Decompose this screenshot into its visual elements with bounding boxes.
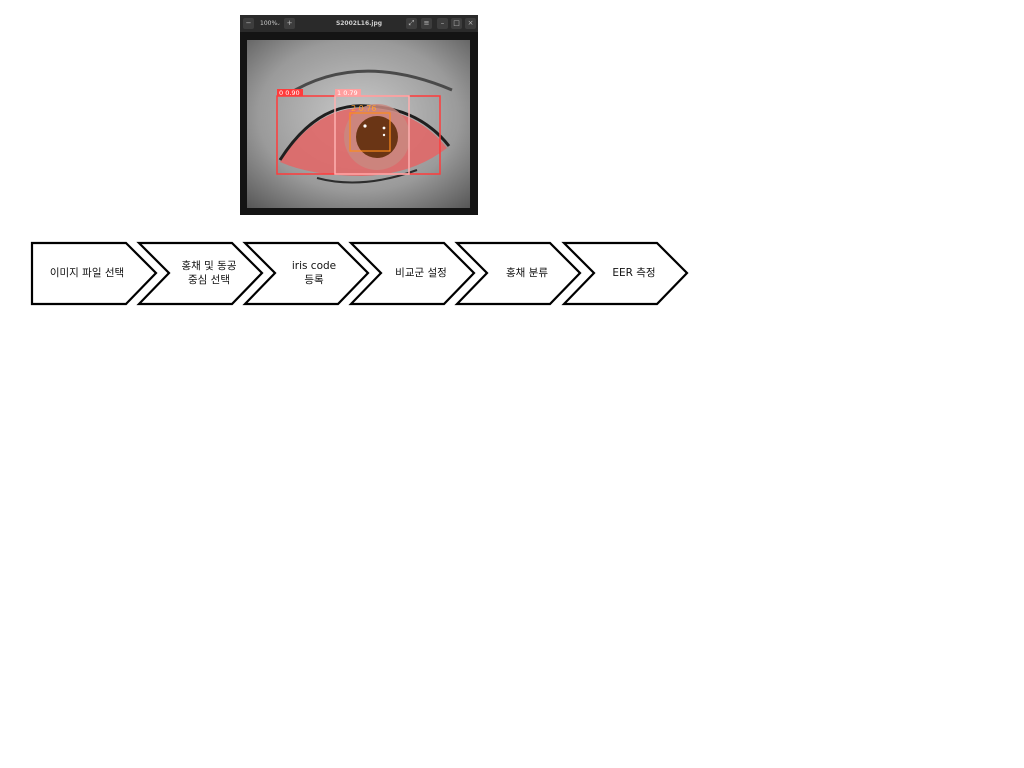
step-3-arrow xyxy=(242,241,370,306)
step-5-label: 홍채 분류 xyxy=(506,267,548,279)
detection-tag-iris xyxy=(335,89,361,96)
maximize-icon[interactable]: □ xyxy=(451,18,462,29)
viewer-toolbar: − 100% ⌄ + S2002L16.jpg ⤢ ≡ – □ × xyxy=(240,15,478,32)
close-icon[interactable]: × xyxy=(465,18,476,29)
step-3-label: iris code 등록 xyxy=(291,260,337,286)
step-4-arrow xyxy=(348,241,476,306)
fullscreen-icon[interactable]: ⤢ xyxy=(406,18,417,29)
detection-label-iris: 1 0.79 xyxy=(337,89,358,97)
zoom-out-icon[interactable]: − xyxy=(243,18,254,29)
detection-box-iris xyxy=(334,95,410,175)
eye-detection-svg: 0 0.90 1 0.79 2 0.76 xyxy=(247,40,470,208)
step-6-label: EER 측정 xyxy=(612,267,656,279)
step-5-arrow xyxy=(454,241,582,306)
step-4-label: 비교군 설정 xyxy=(395,267,447,279)
menu-icon[interactable]: ≡ xyxy=(421,18,432,29)
eye-detection-image: 0 0.90 1 0.79 2 0.76 xyxy=(247,40,470,208)
zoom-in-icon[interactable]: + xyxy=(284,18,295,29)
step-1-arrow xyxy=(30,241,158,306)
eyelid-crease xyxy=(286,69,453,97)
detection-label-pupil: 2 0.76 xyxy=(351,104,376,113)
glint-lower xyxy=(382,133,386,137)
detection-tag-eye xyxy=(277,89,303,96)
detection-label-eye: 0 0.90 xyxy=(279,89,300,97)
glint-right xyxy=(382,126,386,130)
file-name-title: S2002L16.jpg xyxy=(335,20,383,27)
step-2-arrow xyxy=(136,241,264,306)
image-viewer-window: − 100% ⌄ + S2002L16.jpg ⤢ ≡ – □ × xyxy=(240,15,478,215)
step-2-label: 홍채 및 동공 중심 선택 xyxy=(181,260,237,286)
minimize-icon[interactable]: – xyxy=(437,18,448,29)
zoom-level[interactable]: 100% xyxy=(260,20,278,27)
step-6-arrow xyxy=(561,241,689,306)
step-1-label: 이미지 파일 선택 xyxy=(49,267,125,279)
chevron-down-icon[interactable]: ⌄ xyxy=(276,20,282,27)
glint-left xyxy=(363,124,367,128)
detection-box-pupil xyxy=(349,112,391,152)
